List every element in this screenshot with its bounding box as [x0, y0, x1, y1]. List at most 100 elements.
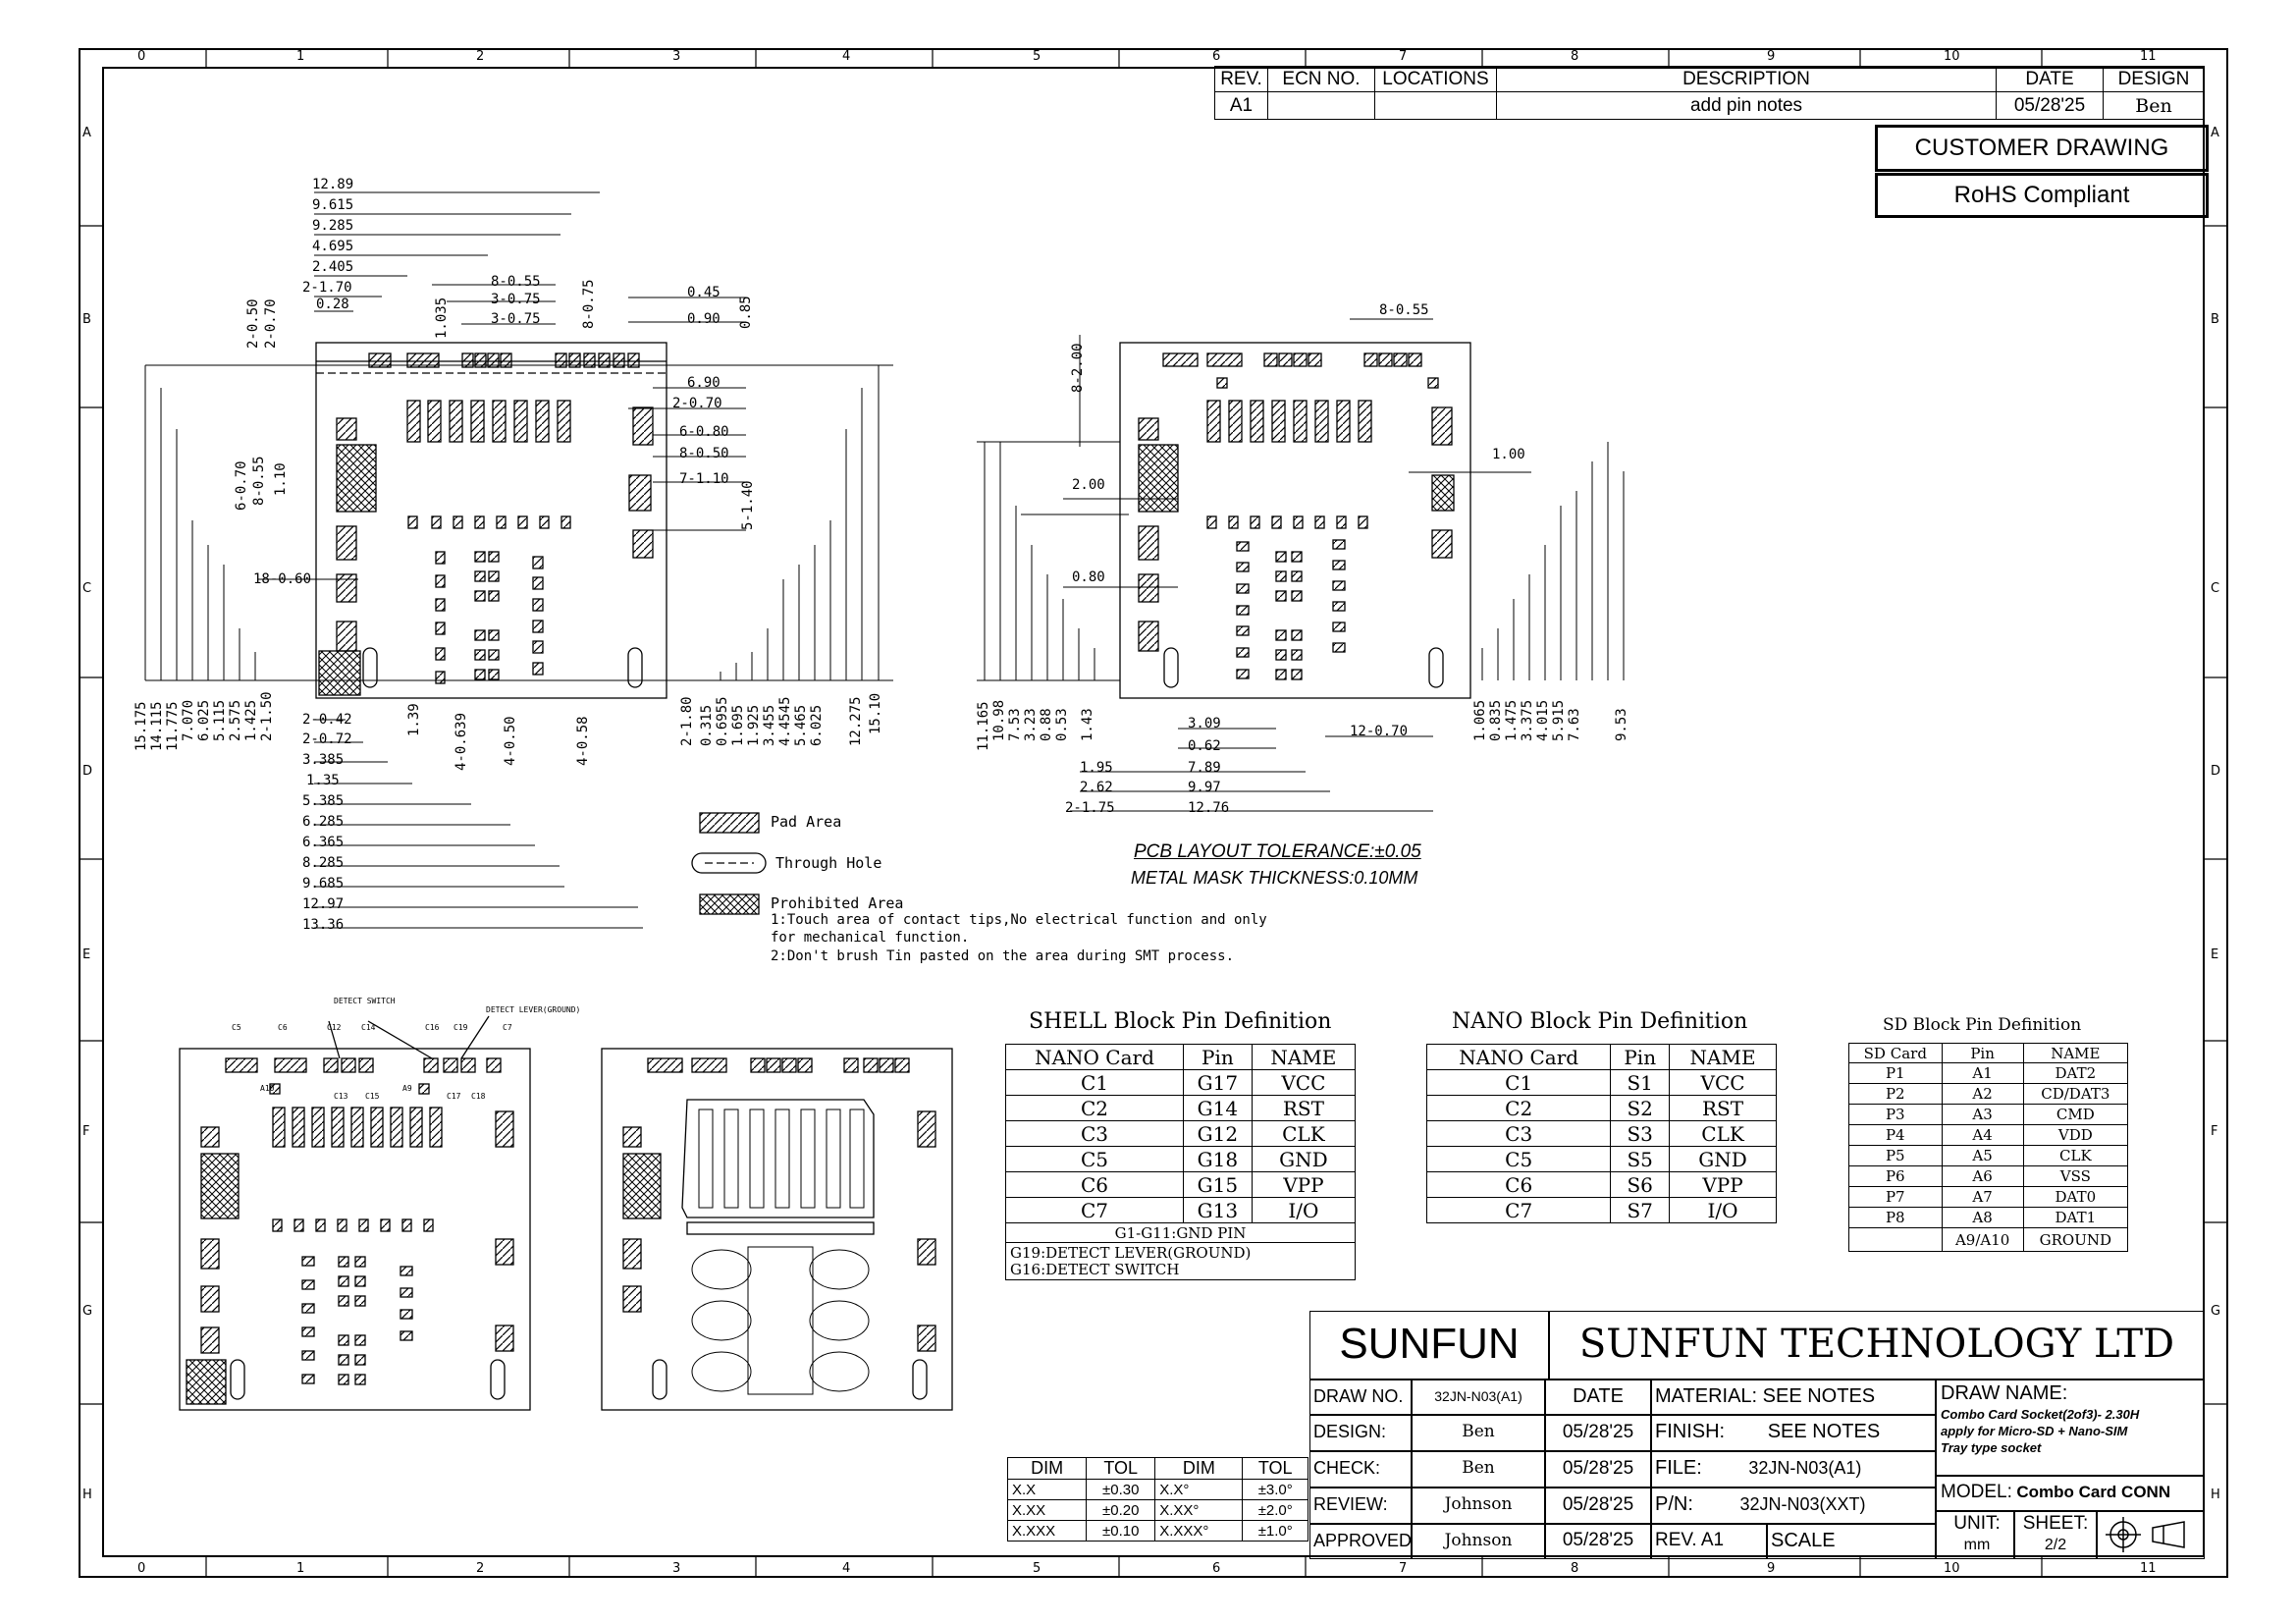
- zone-column-marker: 2: [476, 49, 485, 64]
- table-cell: GND: [1669, 1146, 1777, 1172]
- vdim-label: 0.53: [1054, 708, 1070, 741]
- col-header: TOL: [1242, 1457, 1308, 1480]
- table-cell: A7: [1941, 1186, 2024, 1208]
- dim-label: 2-0.42: [302, 712, 352, 728]
- table-cell: DAT2: [2022, 1062, 2129, 1084]
- table-cell: VSS: [2022, 1165, 2129, 1187]
- vdim-label: 6.025: [809, 704, 825, 746]
- vdim-label: 3.455: [762, 704, 777, 746]
- table-cell: CD/DAT3: [2022, 1083, 2129, 1105]
- table-cell: C6: [1005, 1171, 1184, 1198]
- approved-by: Johnson: [1412, 1524, 1545, 1559]
- legend-hole-label: Through Hole: [775, 854, 882, 872]
- zone-row-marker: A: [82, 126, 91, 140]
- rev-value: A1: [1214, 91, 1268, 120]
- model-label: MODEL:: [1941, 1482, 2012, 1502]
- zone-column-marker: 6: [1212, 49, 1221, 64]
- zone-column-marker: 1: [296, 1561, 305, 1576]
- draw-no-label: DRAW NO.: [1309, 1380, 1412, 1415]
- vdim-label: 1.425: [243, 699, 259, 741]
- zone-row-marker: G: [82, 1304, 93, 1319]
- pin-label: C14: [361, 1023, 376, 1032]
- col-header: NAME: [1669, 1044, 1777, 1070]
- pin-label: A10: [260, 1084, 275, 1093]
- dim-label: 0.28: [316, 297, 349, 312]
- review-by: Johnson: [1412, 1488, 1545, 1524]
- design-by: Ben: [1412, 1415, 1545, 1451]
- dim-label: 0.45: [687, 285, 721, 300]
- zone-column-marker: 4: [842, 49, 851, 64]
- col-header: SD Card: [1848, 1043, 1943, 1063]
- dim-label: 2.62: [1080, 780, 1113, 795]
- zone-column-marker: 6: [1212, 1561, 1221, 1576]
- zone-row-marker: F: [2211, 1124, 2218, 1139]
- zone-row-marker: D: [2211, 764, 2221, 779]
- review-label: REVIEW:: [1309, 1488, 1412, 1524]
- vdim-label: 0.6955: [715, 696, 730, 746]
- table-cell: C3: [1425, 1120, 1612, 1147]
- table-cell: S5: [1610, 1146, 1671, 1172]
- table-cell: X.XX: [1006, 1499, 1088, 1521]
- vdim-label: 4-0.50: [503, 716, 518, 766]
- vdim-label: 7.070: [181, 699, 196, 741]
- vdim-label: 7.63: [1567, 708, 1582, 741]
- table-cell: C1: [1005, 1069, 1184, 1096]
- zone-column-marker: 5: [1033, 49, 1041, 64]
- table-cell: P7: [1848, 1186, 1943, 1208]
- vdim-label: 5.465: [793, 704, 809, 746]
- col-header: NANO Card: [1005, 1044, 1184, 1070]
- shell-table-title: SHELL Block Pin Definition: [1029, 1009, 1332, 1034]
- scale-label: SCALE: [1767, 1524, 1936, 1559]
- table-cell: VPP: [1251, 1171, 1357, 1198]
- rev-label: REV. A1: [1651, 1524, 1767, 1559]
- table-cell: P3: [1848, 1104, 1943, 1125]
- finish-label: FINISH:: [1655, 1421, 1726, 1442]
- zone-row-marker: B: [2211, 312, 2219, 327]
- table-cell: A6: [1941, 1165, 2024, 1187]
- dim-label: 5.385: [302, 793, 345, 809]
- table-cell: CLK: [1669, 1120, 1777, 1147]
- left-footprint: [315, 342, 667, 699]
- vdim-label: 3.23: [1023, 708, 1039, 741]
- dim-label: 4.695: [312, 239, 354, 254]
- left-dimension-lines: [144, 191, 893, 929]
- pin-label: C18: [471, 1092, 486, 1101]
- table-cell: RST: [1669, 1095, 1777, 1121]
- vdim-label: 1.10: [273, 462, 289, 496]
- legend-prohibited-label: Prohibited Area: [771, 894, 904, 912]
- dim-label: 6.90: [687, 375, 721, 391]
- draw-name-cell: DRAW NAME: Combo Card Socket(2of3)- 2.30…: [1936, 1380, 2205, 1476]
- review-date: 05/28'25: [1545, 1488, 1651, 1524]
- sheet-label: SHEET:: [2022, 1513, 2089, 1534]
- design-value: Ben: [2103, 91, 2205, 120]
- sheet-cell: SHEET: 2/2: [2014, 1511, 2097, 1559]
- description-value: add pin notes: [1496, 91, 1997, 120]
- dim-label: 8-0.55: [1379, 302, 1429, 318]
- dim-label: 2-1.75: [1065, 800, 1115, 816]
- zone-row-marker: H: [82, 1488, 92, 1502]
- table-cell: I/O: [1669, 1197, 1777, 1223]
- col-header: DIM: [1154, 1457, 1244, 1480]
- pcb-tolerance-text: PCB LAYOUT TOLERANCE:±0.05: [1134, 841, 1421, 862]
- detect-lever-label: DETECT LEVER(GROUND): [486, 1005, 581, 1014]
- table-cell: C2: [1005, 1095, 1184, 1121]
- design-label: DESIGN:: [1309, 1415, 1412, 1451]
- table-cell: P4: [1848, 1124, 1943, 1146]
- zone-column-marker: 3: [672, 1561, 681, 1576]
- file-value: 32JN-N03(A1): [1748, 1458, 1862, 1478]
- pin-label: C16: [425, 1023, 440, 1032]
- file-row: FILE: 32JN-N03(A1): [1651, 1451, 1936, 1488]
- detect-switch-label: DETECT SWITCH: [334, 997, 396, 1005]
- rev-header: REV.: [1214, 66, 1268, 92]
